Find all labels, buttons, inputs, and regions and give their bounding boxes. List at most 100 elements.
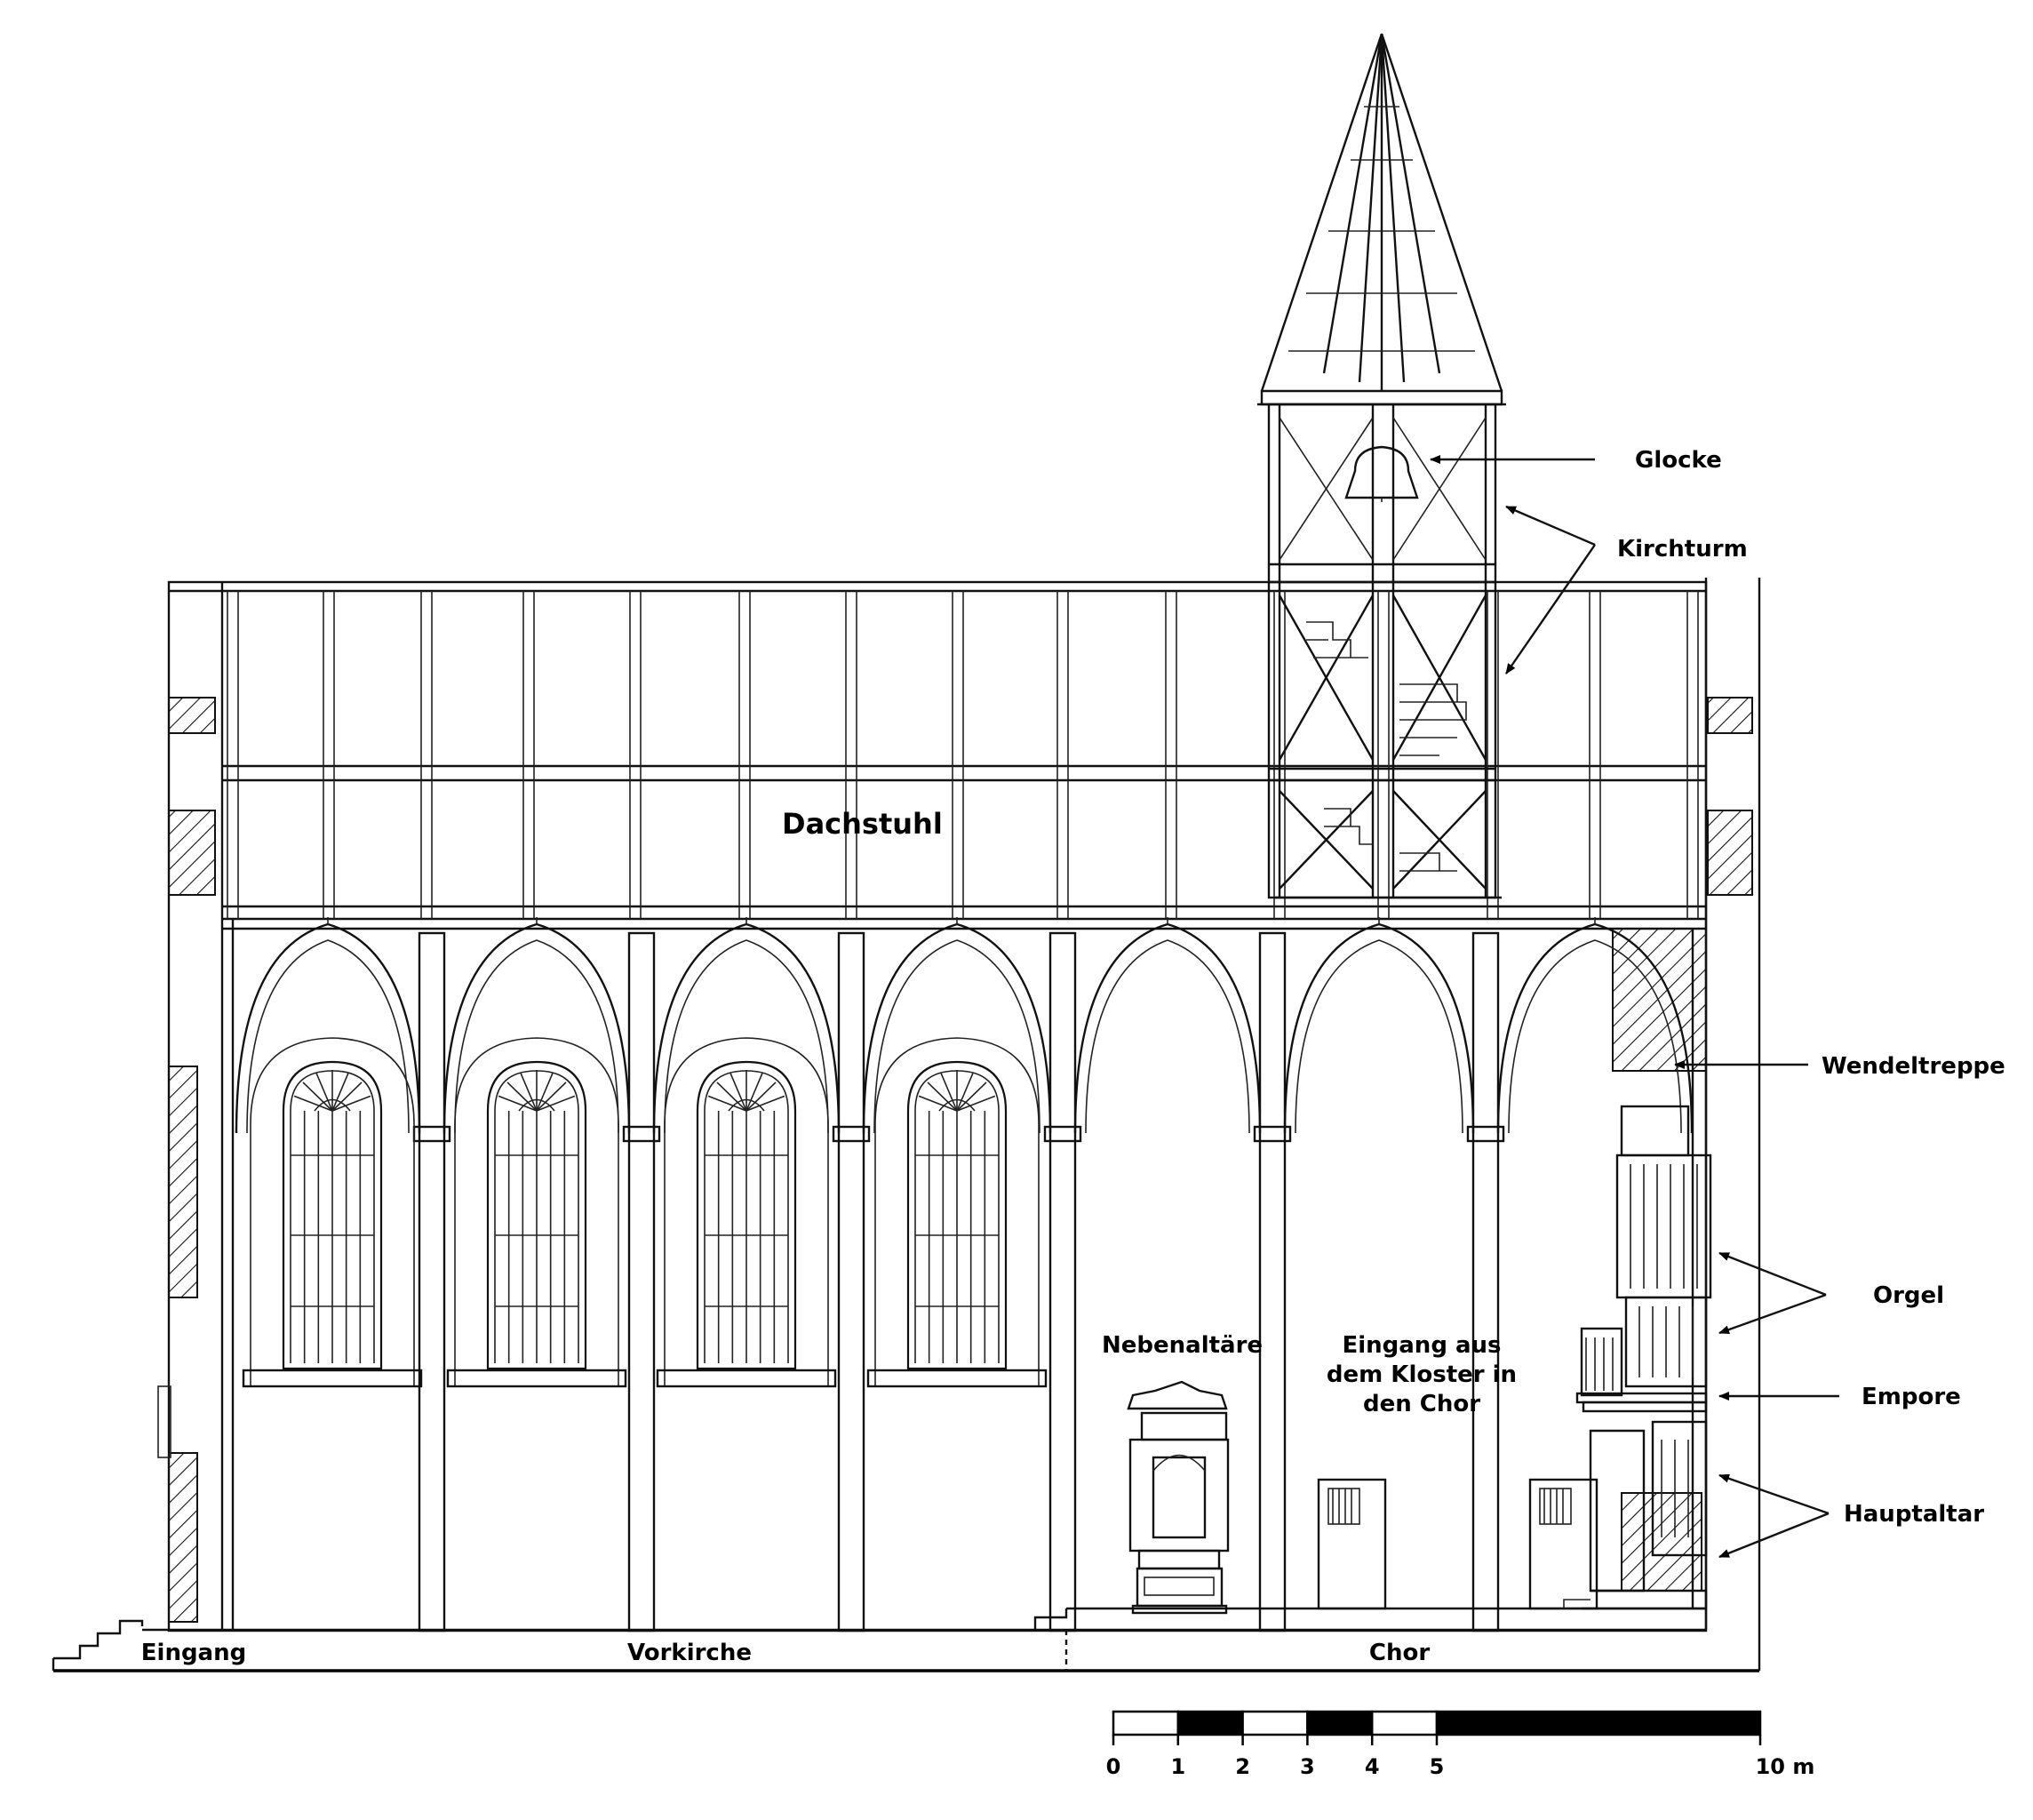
window-tracery-2-0	[707, 1095, 747, 1112]
leader-arrows	[1430, 455, 1839, 1559]
window-tracery-1-0	[498, 1095, 538, 1112]
arch-inner-3	[873, 939, 1040, 1134]
cloister-door	[1317, 1478, 1387, 1610]
labels: Glocke Kirchturm Dachstuhl Wendeltreppe …	[141, 447, 2005, 1666]
windows	[242, 1037, 1048, 1388]
column-capital-4	[1043, 1125, 1082, 1143]
scale-segment-4	[1370, 1710, 1439, 1736]
window-rosette-0	[314, 1098, 351, 1112]
arrow-orgel-2	[1718, 1293, 1827, 1335]
window-tracery-3-0	[918, 1095, 958, 1112]
label-wendeltreppe: Wendeltreppe	[1822, 1053, 2005, 1080]
window-tracery-2-1	[716, 1082, 747, 1112]
window-tracery-0-4	[331, 1073, 349, 1112]
window-tracery-2-2	[729, 1073, 747, 1112]
column-4	[1048, 931, 1077, 1632]
window-tracery-3-6	[956, 1095, 996, 1112]
side-altar	[1127, 1380, 1230, 1615]
choir-door	[1528, 1478, 1598, 1610]
label-orgel: Orgel	[1873, 1282, 1944, 1309]
column-capital-2	[622, 1125, 661, 1143]
label-kirchturm: Kirchturm	[1617, 536, 1748, 563]
label-glocke: Glocke	[1635, 447, 1722, 474]
window-tracery-3-2	[940, 1073, 958, 1112]
window-tracery-0-5	[331, 1082, 363, 1112]
column-1	[418, 931, 446, 1632]
window-tracery-3-4	[956, 1073, 974, 1112]
window-tracery-1-6	[536, 1095, 576, 1112]
window-sill-3	[866, 1369, 1048, 1388]
vault-arches	[235, 917, 1694, 1134]
window-tracery-1-4	[536, 1073, 554, 1112]
left-wall	[157, 582, 235, 1630]
window-sill-0	[242, 1369, 423, 1388]
scale-label-4: 4	[1365, 1754, 1380, 1779]
arch-inner-6	[1508, 939, 1682, 1134]
scale-label-5: 5	[1430, 1754, 1445, 1779]
arch-inner-5	[1295, 939, 1463, 1134]
window-tracery-1-2	[520, 1073, 538, 1112]
columns	[412, 931, 1505, 1632]
window-sill-2	[656, 1369, 837, 1388]
right-wall	[1612, 697, 1753, 1608]
arrow-hauptaltar-2	[1718, 1512, 1830, 1559]
organ-gallery	[1563, 1105, 1712, 1610]
label-hauptaltar: Hauptaltar	[1844, 1501, 1984, 1528]
window-tracery-2-5	[745, 1082, 777, 1112]
scale-segment-2	[1241, 1710, 1309, 1736]
scale-label-6: 10 m	[1756, 1754, 1815, 1779]
scale-segment-1	[1176, 1710, 1244, 1736]
label-vorkirche: Vorkirche	[627, 1640, 752, 1666]
scale-label-3: 3	[1300, 1754, 1315, 1779]
tower	[1257, 33, 1506, 899]
arch-5	[1283, 922, 1475, 1134]
scale-segment-3	[1306, 1710, 1374, 1736]
arrow-orgel-1	[1718, 1251, 1827, 1297]
window-tracery-3-1	[927, 1082, 958, 1112]
window-recess-2	[664, 1037, 829, 1386]
window-tracery-3-5	[956, 1082, 987, 1112]
window-recess-0	[250, 1037, 415, 1386]
window-tracery-0-6	[331, 1095, 371, 1112]
arch-4	[1073, 922, 1262, 1134]
scale-segment-5	[1435, 1710, 1762, 1736]
window-rosette-1	[518, 1098, 555, 1112]
label-eingang-kloster-3: den Chor	[1363, 1391, 1480, 1417]
label-chor: Chor	[1369, 1640, 1430, 1666]
arrow-hauptaltar-1	[1718, 1473, 1830, 1515]
window-1	[446, 1037, 627, 1388]
arch-inner-2	[664, 939, 829, 1134]
column-capital-5	[1253, 1125, 1292, 1143]
window-recess-1	[454, 1037, 619, 1386]
arch-inner-1	[454, 939, 619, 1134]
window-0	[242, 1037, 423, 1388]
window-rosette-2	[728, 1098, 765, 1112]
label-eingang: Eingang	[141, 1640, 246, 1666]
arrow-kirchturm-1	[1505, 505, 1596, 547]
window-rosette-3	[938, 1098, 976, 1112]
window-tracery-0-0	[293, 1095, 333, 1112]
window-tracery-1-5	[536, 1082, 567, 1112]
arch-inner-0	[246, 939, 410, 1134]
column-capital-6	[1466, 1125, 1505, 1143]
column-capital-3	[832, 1125, 871, 1143]
label-empore: Empore	[1862, 1384, 1961, 1410]
label-dachstuhl: Dachstuhl	[782, 807, 943, 841]
scale-segment-0	[1112, 1710, 1180, 1736]
column-5	[1258, 931, 1287, 1632]
label-nebenaltaere: Nebenaltäre	[1102, 1332, 1263, 1359]
window-tracery-2-6	[745, 1095, 785, 1112]
window-2	[656, 1037, 837, 1388]
arrow-kirchturm-2	[1505, 544, 1596, 675]
window-sill-1	[446, 1369, 627, 1388]
window-recess-3	[874, 1037, 1040, 1386]
label-eingang-kloster-1: Eingang aus	[1342, 1332, 1501, 1359]
scale-label-2: 2	[1235, 1754, 1250, 1779]
column-6	[1471, 931, 1500, 1632]
column-3	[837, 931, 865, 1632]
label-eingang-kloster-2: dem Kloster in	[1327, 1361, 1517, 1388]
arch-inner-4	[1085, 939, 1250, 1134]
window-tracery-0-1	[302, 1082, 333, 1112]
